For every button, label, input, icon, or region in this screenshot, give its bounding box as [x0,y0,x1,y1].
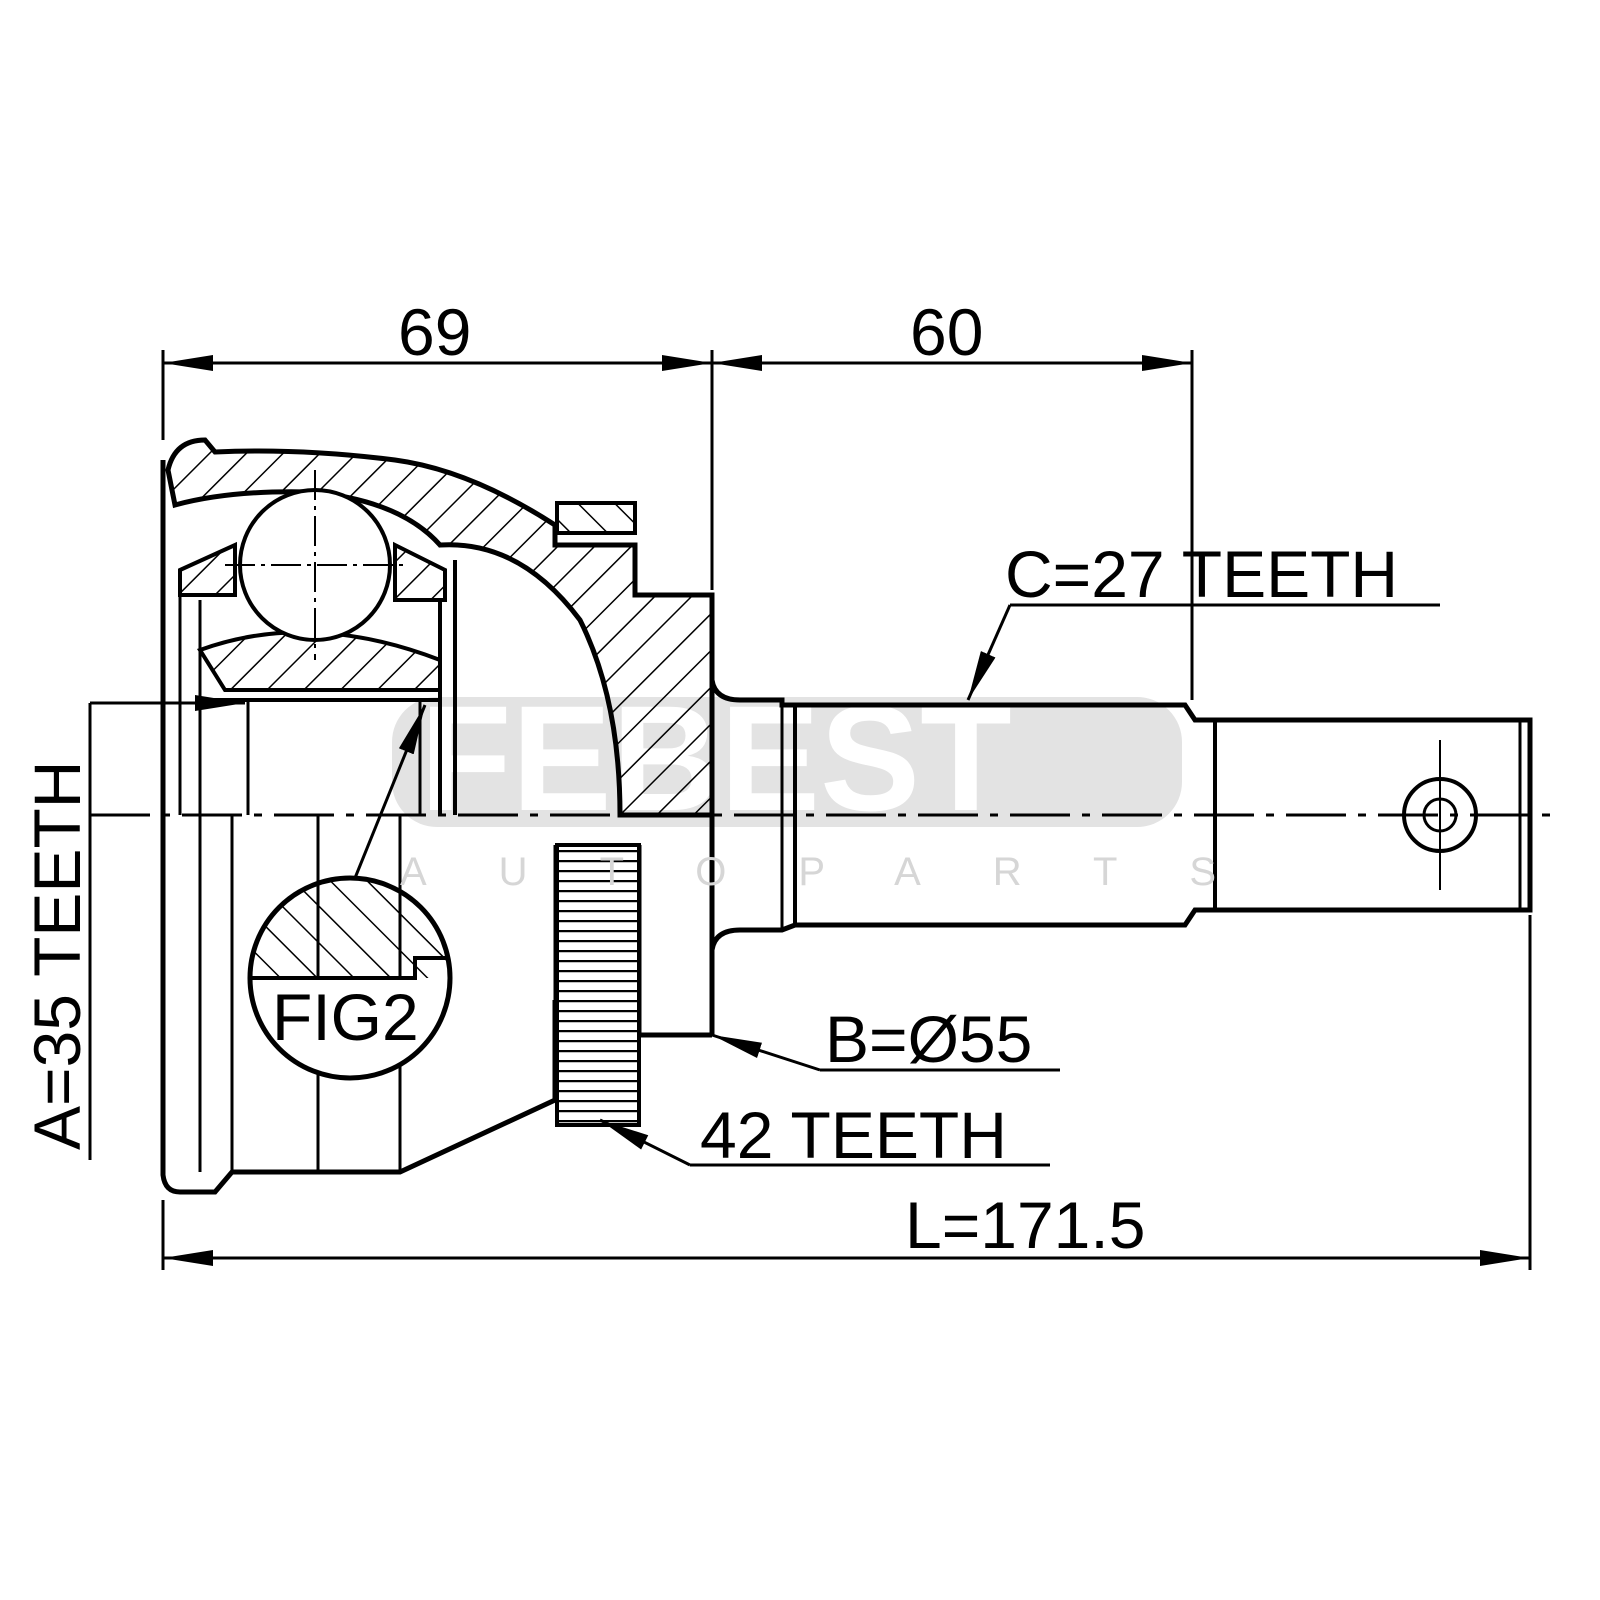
abs-ring [555,843,641,1127]
inner-race [178,470,457,815]
dim-housing-length: 69 [398,295,471,369]
dim-inner-spline: A=35 TEETH [20,761,94,1150]
watermark: FEBEST [392,674,1182,842]
fig2-label: FIG2 [272,980,419,1054]
dim-shaft-length: 60 [910,295,983,369]
watermark-brand: FEBEST [420,674,1012,842]
dim-outer-spline: C=27 TEETH [1005,537,1398,611]
dim-total-length: L=171.5 [905,1188,1145,1262]
dimension-lines [88,350,1532,1270]
watermark-sub: AUTOPARTS [400,850,1288,894]
outer-housing [160,437,715,1195]
dim-abs-ring: 42 TEETH [700,1098,1007,1172]
dim-seal-diameter: B=Ø55 [825,1002,1032,1076]
